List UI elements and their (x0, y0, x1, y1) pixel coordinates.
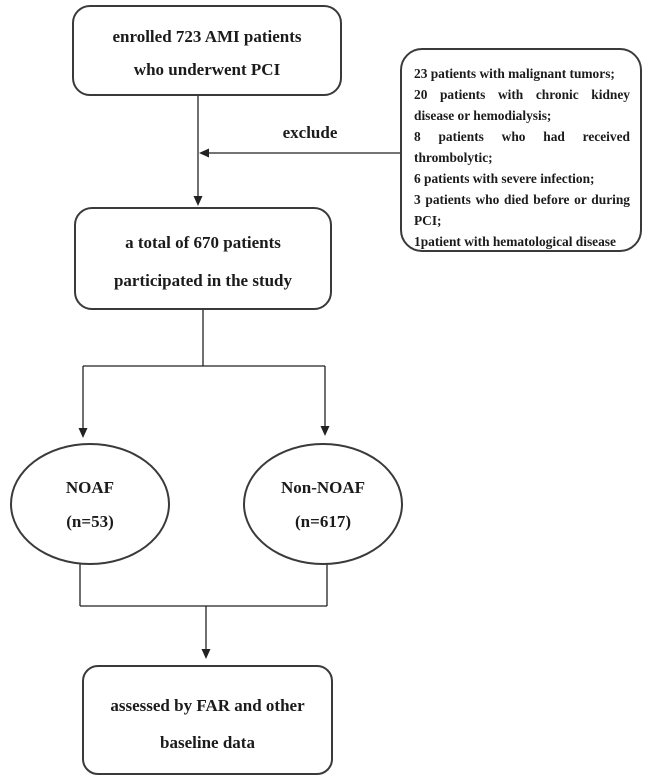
total-patients-box: a total of 670 patients participated in … (74, 207, 332, 310)
exclusion-item: 1patient with hematological disease (414, 234, 616, 249)
noaf-count: (n=53) (66, 512, 114, 531)
arrowhead-into-nonnoaf (320, 426, 330, 436)
assessed-box-line2: baseline data (160, 732, 255, 752)
arrowhead-into-noaf (78, 428, 88, 438)
assessed-box: assessed by FAR and other baseline data (82, 665, 333, 775)
exclusion-item: 23 patients with malignant tumors; (414, 66, 615, 81)
exclusion-item: 20 patients with chronic kidney disease … (414, 87, 630, 123)
total-box-line2: participated in the study (113, 271, 293, 290)
exclude-label: exclude (282, 123, 338, 142)
exclusion-item: 8 patients who had received thrombolytic… (414, 129, 630, 165)
exclusion-item: 6 patients with severe infection; (414, 171, 595, 186)
noaf-group-ellipse: NOAF (n=53) (10, 443, 170, 565)
non-noaf-group-ellipse: Non-NOAF (n=617) (243, 443, 403, 565)
enrolled-box-line1: enrolled 723 AMI patients (112, 26, 302, 46)
assessed-box-line1: assessed by FAR and other (110, 695, 305, 715)
exclusion-item: 3 patients who died before or during PCI… (414, 192, 630, 228)
arrowhead-exclude-left (199, 148, 209, 158)
arrowhead-into-assessed-box (201, 649, 211, 659)
exclusion-criteria-box: 23 patients with malignant tumors; 20 pa… (400, 48, 642, 252)
enrolled-box-line2: who underwent PCI (133, 59, 281, 79)
arrowhead-into-total-box (193, 196, 203, 206)
noaf-label: NOAF (65, 478, 115, 497)
non-noaf-label: Non-NOAF (280, 478, 366, 497)
enrolled-patients-box: enrolled 723 AMI patients who underwent … (72, 5, 342, 96)
non-noaf-count: (n=617) (295, 512, 351, 531)
total-box-line1: a total of 670 patients (125, 233, 281, 252)
